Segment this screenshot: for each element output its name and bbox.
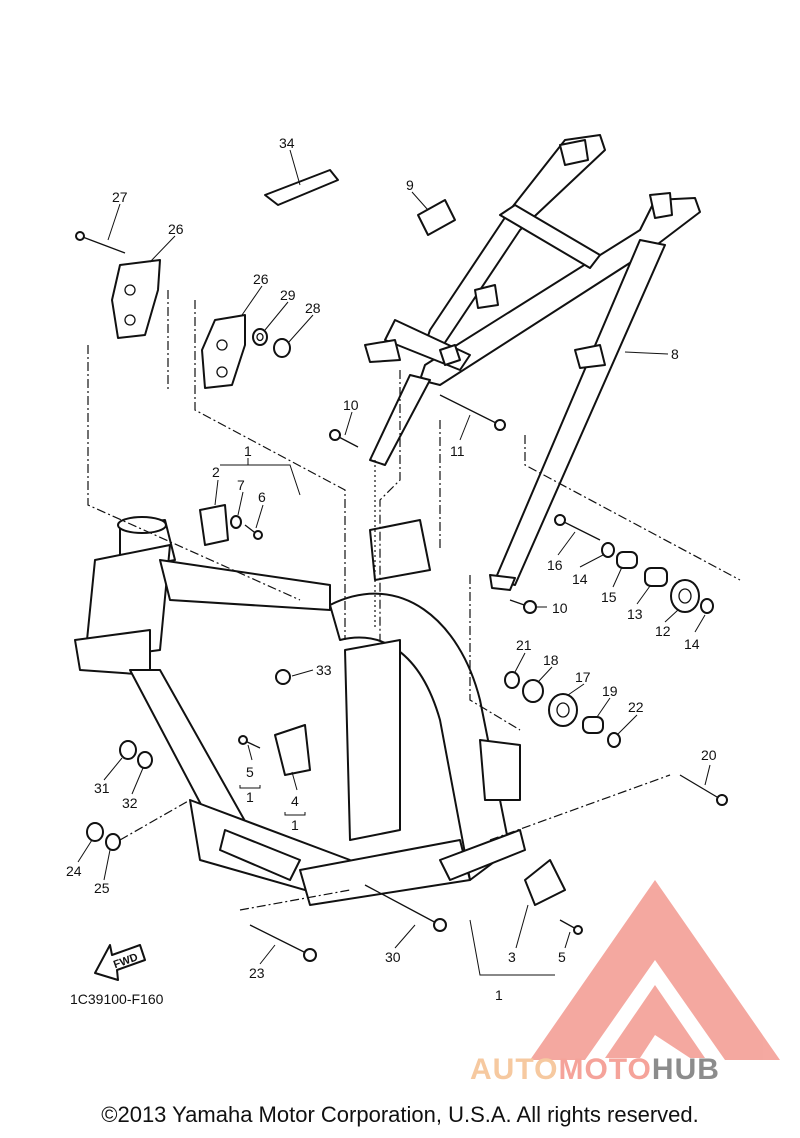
washer-29: [252, 328, 268, 346]
rear-subframe: [364, 134, 701, 591]
callout-9: 9: [406, 177, 414, 193]
engine-bracket-26-left: [111, 259, 161, 339]
bolt-6: [244, 524, 263, 540]
washer-22: [607, 732, 621, 748]
callout-12: 12: [655, 623, 671, 639]
callout-31: 31: [94, 780, 110, 796]
watermark-hub: HUB: [651, 1053, 720, 1086]
callout-14-b: 14: [684, 636, 700, 652]
collar-18: [522, 679, 544, 703]
leader-lines: [77, 149, 711, 976]
washer-7: [230, 515, 242, 529]
callout-6: 6: [258, 489, 266, 505]
callout-7: 7: [237, 477, 245, 493]
callout-34: 34: [279, 135, 295, 151]
callout-25: 25: [94, 880, 110, 896]
part-3-bracket: [524, 859, 566, 906]
callout-30: 30: [385, 949, 401, 965]
callout-29: 29: [280, 287, 296, 303]
callout-5-b: 5: [558, 949, 566, 965]
bolt-16: [554, 514, 601, 541]
callout-23: 23: [249, 965, 265, 981]
part-2-bracket: [199, 504, 229, 546]
bolt-30: [364, 884, 447, 932]
callout-8: 8: [671, 346, 679, 362]
bolt-27: [75, 231, 126, 254]
part-4-bracket: [274, 724, 311, 776]
callout-1-b: 1: [246, 789, 254, 805]
nut-31: [119, 740, 137, 760]
bushing-17: [548, 693, 578, 727]
nut-28: [273, 338, 291, 358]
part-9-label: [417, 199, 456, 236]
callout-13: 13: [627, 606, 643, 622]
bolt-10-upper: [329, 429, 359, 448]
bolt-23: [249, 924, 317, 962]
bolt-5-left: [238, 735, 261, 749]
callout-27: 27: [112, 189, 128, 205]
copyright-notice: ©2013 Yamaha Motor Corporation, U.S.A. A…: [101, 1102, 699, 1127]
callout-10-b: 10: [552, 600, 568, 616]
callout-24: 24: [66, 863, 82, 879]
callout-26-b: 26: [253, 271, 269, 287]
main-frame: [74, 516, 526, 906]
callout-16: 16: [547, 557, 563, 573]
callout-19: 19: [602, 683, 618, 699]
callout-2: 2: [212, 464, 220, 480]
part-34-plate: [264, 169, 339, 206]
callout-28: 28: [305, 300, 321, 316]
bolt-20: [679, 774, 728, 806]
callout-20: 20: [701, 747, 717, 763]
callout-11: 11: [450, 443, 465, 459]
callout-18: 18: [543, 652, 559, 668]
callout-numbers: 34 9 27 26 26 29 28 8 10 11 1 2 7 6 16 1…: [66, 135, 717, 1003]
engine-bracket-26-right: [201, 314, 246, 389]
callout-1-c: 1: [291, 817, 299, 833]
washer-14-b: [700, 598, 714, 614]
bolt-10-lower: [509, 599, 537, 614]
collar-15: [616, 551, 638, 569]
bolt-33: [275, 669, 291, 685]
diagram-code: 1C39100-F160: [70, 991, 164, 1007]
callout-4: 4: [291, 793, 299, 809]
callout-15: 15: [601, 589, 617, 605]
callout-32: 32: [122, 795, 138, 811]
automotohub-logo-icon: [530, 880, 780, 1060]
collar-19: [582, 716, 604, 734]
callout-1-d: 1: [495, 987, 503, 1003]
callout-33: 33: [316, 662, 332, 678]
nut-21: [504, 671, 520, 689]
collar-13: [644, 567, 668, 587]
automotohub-watermark: AUTOMOTOHUB: [470, 1053, 720, 1087]
bolt-5-right: [559, 919, 583, 935]
callout-5-a: 5: [246, 764, 254, 780]
assembly-guide-lines: [87, 290, 741, 911]
forward-arrow-icon: FWD: [94, 944, 146, 981]
washer-14-a: [601, 542, 615, 558]
callout-1-a: 1: [244, 443, 252, 459]
callout-22: 22: [628, 699, 644, 715]
bushing-12: [670, 579, 700, 613]
callout-14-a: 14: [572, 571, 588, 587]
bolt-11: [439, 394, 506, 431]
watermark-moto: MOTO: [558, 1053, 652, 1086]
callout-21: 21: [516, 637, 532, 653]
callout-26-a: 26: [168, 221, 184, 237]
washer-25: [105, 833, 121, 851]
watermark-auto: AUTO: [470, 1053, 559, 1086]
callout-10-a: 10: [343, 397, 359, 413]
callout-3: 3: [508, 949, 516, 965]
nut-24: [86, 822, 104, 842]
callout-17: 17: [575, 669, 591, 685]
washer-32: [137, 751, 153, 769]
